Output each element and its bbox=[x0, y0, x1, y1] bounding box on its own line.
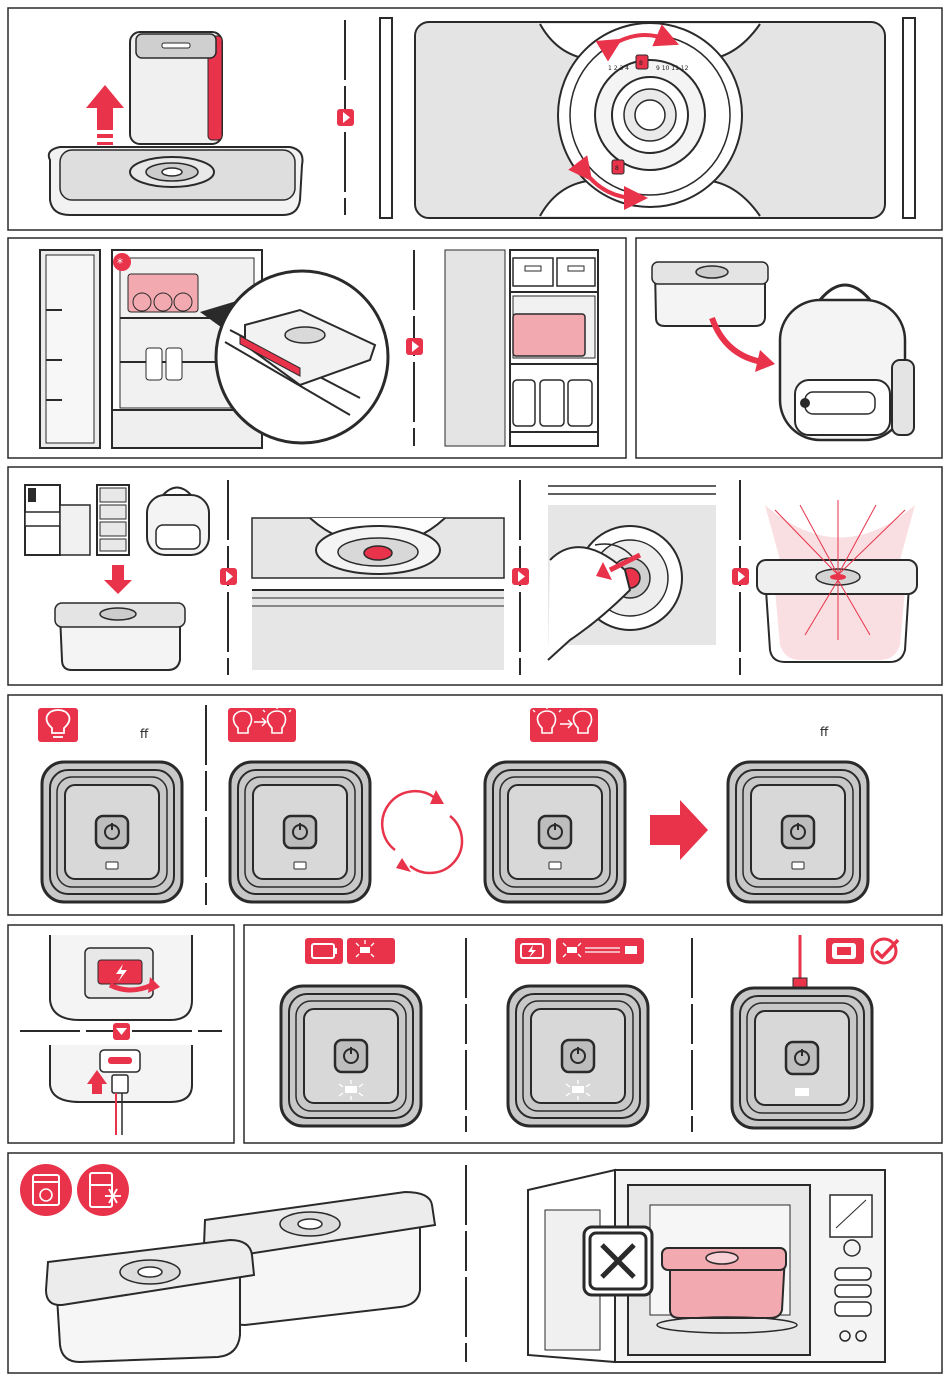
battery-icon bbox=[305, 938, 395, 964]
next-step-arrow-icon bbox=[512, 568, 529, 585]
bulb-to-off-icon bbox=[530, 706, 598, 742]
next-step-arrow-icon bbox=[220, 568, 237, 585]
lightbulb-icon bbox=[38, 708, 78, 742]
next-step-arrow-icon bbox=[337, 109, 354, 126]
asterisk-badge-icon: * bbox=[113, 253, 131, 271]
charging-port-cover-illustration bbox=[50, 935, 192, 1020]
row-1-panel: 1 2 3 4 8 9 10 11 12 8 bbox=[8, 8, 942, 230]
dishwasher-icon bbox=[20, 1164, 72, 1216]
dial-numbers-tail: 9 10 11 12 bbox=[656, 65, 689, 72]
date-dial-illustration: 1 2 3 4 8 9 10 11 12 8 bbox=[380, 18, 915, 218]
pump-top-view-blinking bbox=[230, 762, 370, 902]
bulb-blink-icon bbox=[228, 706, 296, 742]
pump-top-view-blink-stop bbox=[485, 762, 625, 902]
press-valve-illustration bbox=[548, 486, 716, 660]
pump-top-view-off-end bbox=[728, 762, 868, 902]
small-container-illustration bbox=[652, 262, 768, 326]
battery-charging-icon bbox=[515, 938, 644, 964]
freezer-icon bbox=[77, 1164, 129, 1216]
next-step-arrow-down-icon bbox=[113, 1023, 130, 1040]
indicator-label-off: ff bbox=[140, 727, 149, 741]
container-illustration bbox=[55, 603, 185, 670]
next-step-arrow-icon bbox=[732, 568, 749, 585]
pantry-shelf-illustration bbox=[445, 250, 598, 446]
row-6-panel bbox=[8, 1153, 942, 1373]
valve-closeup-illustration bbox=[252, 480, 504, 672]
svg-text:*: * bbox=[117, 256, 123, 270]
storage-locations-icon-group bbox=[25, 485, 209, 555]
no-microwave-icon bbox=[584, 1227, 652, 1295]
next-step-arrow-icon bbox=[406, 338, 423, 355]
microwave-illustration bbox=[528, 1170, 885, 1362]
dial-numbers-top: 1 2 3 4 bbox=[608, 65, 629, 72]
battery-full-icon bbox=[826, 938, 864, 964]
row-5-panel-charging-states bbox=[244, 925, 942, 1143]
row-3-panel bbox=[8, 467, 942, 685]
row-2-panel-fridge: * bbox=[8, 238, 626, 458]
pump-top-view-charging bbox=[508, 986, 648, 1126]
row-4-panel-indicator-states: ff bbox=[8, 695, 942, 915]
indicator-label-off-end: ff bbox=[820, 725, 829, 739]
pump-top-view-low-battery bbox=[281, 986, 421, 1126]
pump-top-view-off bbox=[42, 762, 182, 902]
row-2-panel-backpack bbox=[636, 238, 942, 458]
dial-selected-number-top: 8 bbox=[639, 60, 643, 67]
dial-selected-number-bottom: 8 bbox=[615, 165, 619, 172]
row-5-panel-charging-port bbox=[8, 925, 234, 1143]
pump-top-view-fully-charged bbox=[732, 988, 872, 1128]
